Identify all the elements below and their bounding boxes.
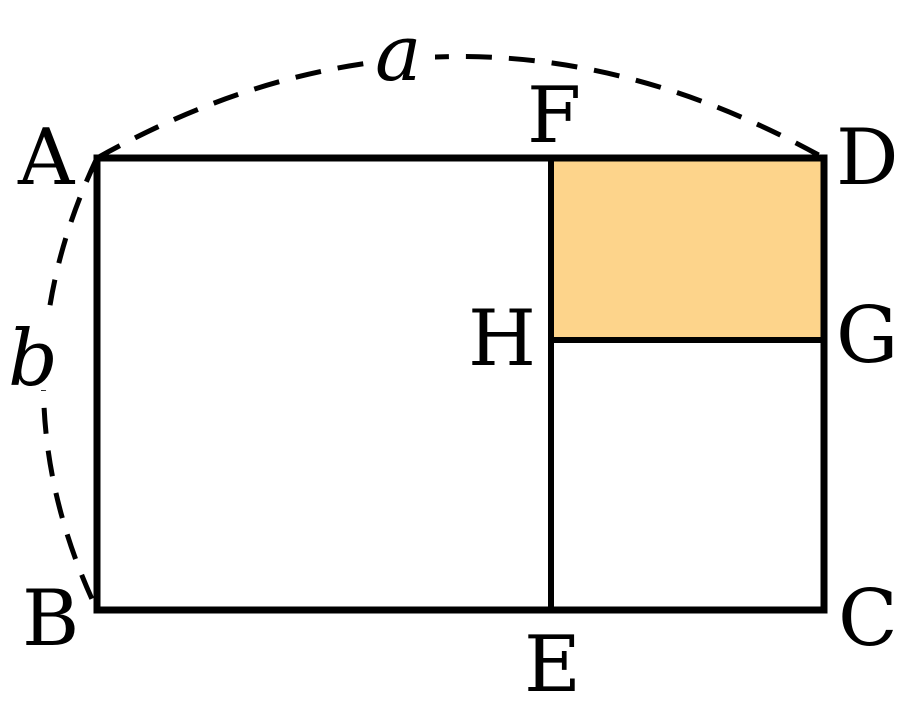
point-label-g: G	[836, 291, 898, 381]
shaded-rectangle-fdgh	[551, 158, 824, 340]
rectangle-abcd	[93, 154, 828, 614]
dimension-label-b: b	[8, 314, 58, 404]
label-a-backing	[370, 25, 435, 90]
point-label-a: A	[17, 113, 76, 203]
point-label-c: C	[838, 574, 898, 664]
label-b-backing	[5, 318, 53, 390]
point-label-h: H	[468, 294, 536, 384]
point-label-d: D	[836, 113, 899, 203]
point-label-e: E	[524, 620, 581, 710]
dimension-arc-a	[95, 54, 826, 161]
dimension-label-a: a	[375, 9, 422, 99]
point-label-b: B	[22, 574, 79, 664]
point-label-f: F	[527, 71, 581, 161]
